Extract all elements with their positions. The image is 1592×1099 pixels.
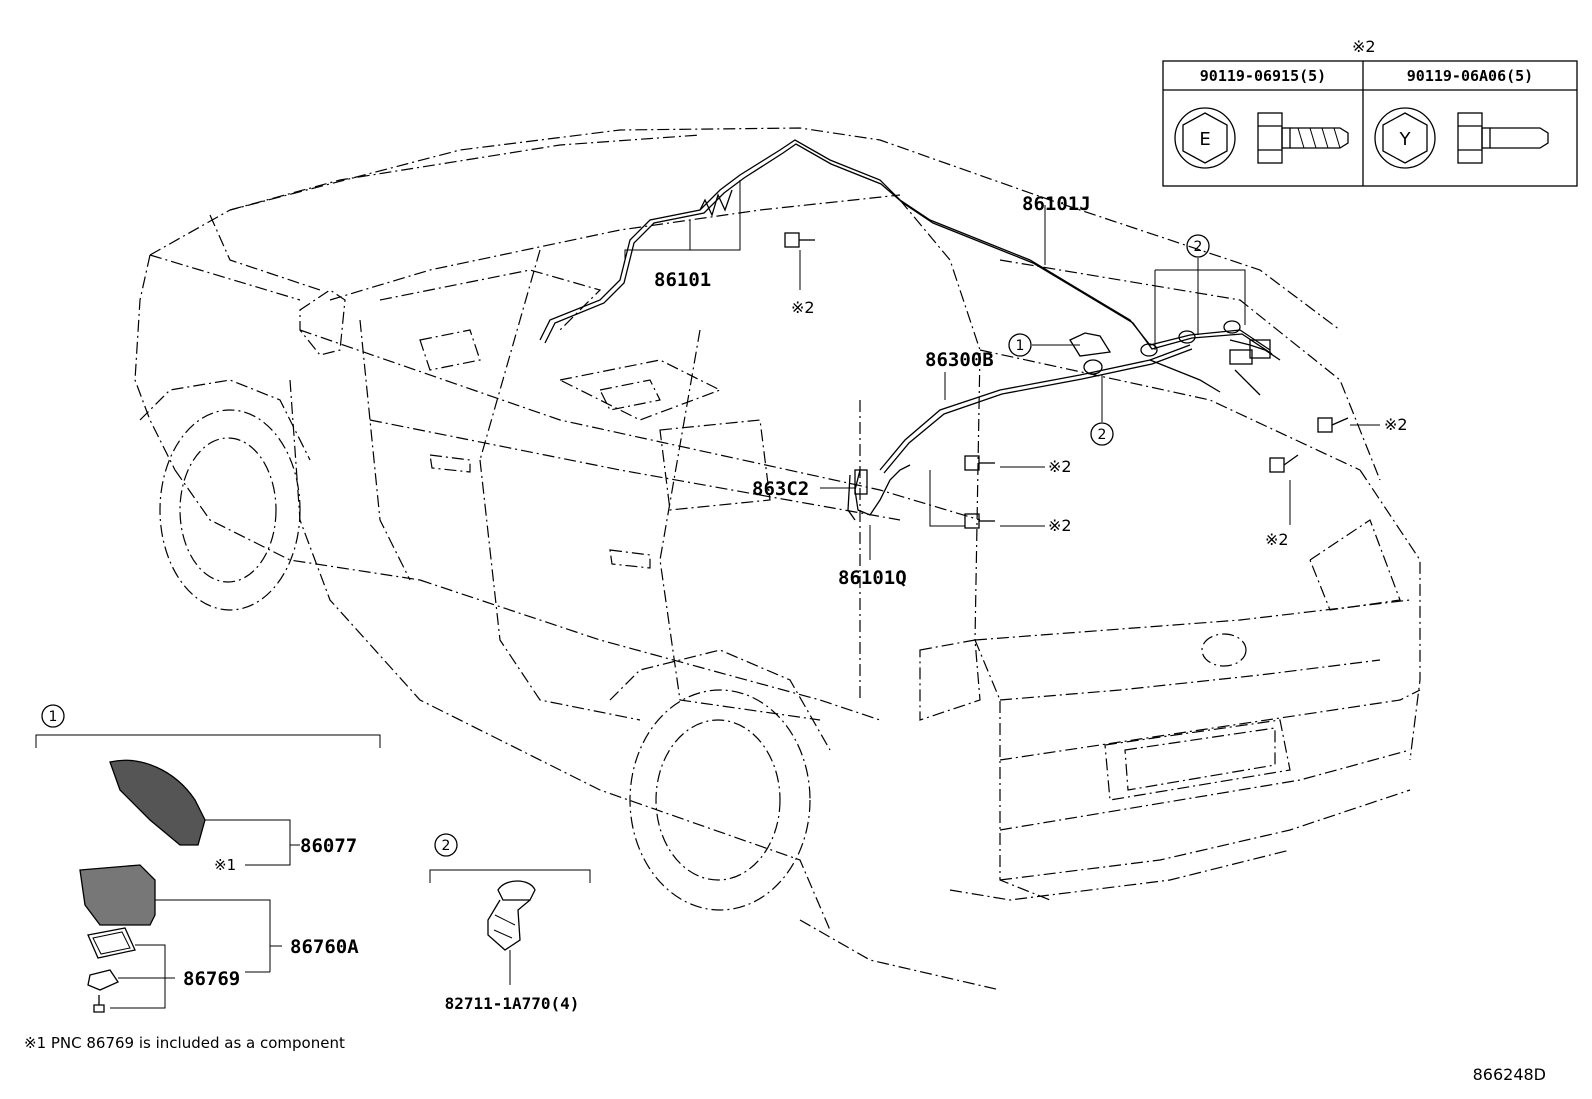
antenna-base-unit <box>79 864 156 926</box>
svg-text:E: E <box>1199 129 1210 150</box>
hex-bolt-head-icon: Y <box>1374 107 1436 169</box>
group-1-label: 1 <box>49 709 58 725</box>
vehicle-outline <box>134 127 1421 991</box>
svg-text:2: 2 <box>1194 239 1203 255</box>
antenna-cable-harness <box>539 139 1349 529</box>
diagram-id: 866248D <box>1473 1065 1546 1084</box>
svg-text:Y: Y <box>1399 129 1412 150</box>
ref2-mark: ※2 <box>791 298 815 317</box>
bolt-icon <box>964 455 995 471</box>
group-1-antenna-assembly: 1 86077 ※1 86760A 86769 <box>35 704 381 1013</box>
label-86769: 86769 <box>183 968 240 990</box>
svg-text:1: 1 <box>1016 338 1025 354</box>
ref2-mark: ※2 <box>1384 415 1408 434</box>
ref2-mark: ※2 <box>1265 530 1289 549</box>
bolt-side-icon <box>1457 112 1549 164</box>
callout-circle-2: 2 <box>1090 422 1114 446</box>
fastener-table: ※2 90119-06915(5) 90119-06A06(5) E Y <box>1162 37 1578 187</box>
group-2-clip: 2 82711-1A770(4) <box>429 833 591 1013</box>
label-86101: 86101 <box>654 269 711 291</box>
label-86077: 86077 <box>300 835 357 857</box>
nut-icon <box>87 969 119 991</box>
callout-circle-1: 1 <box>1008 333 1032 357</box>
label-86101J: 86101J <box>1022 193 1091 215</box>
fastener-part-number: 90119-06A06(5) <box>1407 67 1533 85</box>
screw-icon <box>93 995 105 1013</box>
label-86760A: 86760A <box>290 936 359 958</box>
callout-circle-2: 2 <box>1186 234 1210 258</box>
footnote: ※1 PNC 86769 is included as a component <box>24 1034 345 1052</box>
ref2-mark: ※2 <box>1048 516 1072 535</box>
bolt-icon <box>964 513 995 529</box>
group-2-label: 2 <box>442 838 451 854</box>
svg-text:2: 2 <box>1098 427 1107 443</box>
bolt-icon <box>784 232 815 248</box>
hex-bolt-head-icon: E <box>1174 107 1236 169</box>
label-863C2: 863C2 <box>752 478 809 500</box>
label-86300B: 86300B <box>925 349 994 371</box>
bolt-icon <box>1269 454 1299 473</box>
bolt-side-icon <box>1257 112 1349 164</box>
fastener-part-number: 90119-06915(5) <box>1200 67 1326 85</box>
cable-clip-icon <box>487 880 536 951</box>
shark-fin-antenna-cover <box>109 759 206 846</box>
label-86101Q: 86101Q <box>838 567 907 589</box>
label-82711: 82711-1A770(4) <box>445 994 580 1013</box>
table-ref2-mark: ※2 <box>1352 37 1376 56</box>
leader-lines <box>624 180 1380 560</box>
gasket-icon <box>87 927 136 959</box>
ref1-mark: ※1 <box>214 856 236 874</box>
ref2-mark: ※2 <box>1048 457 1072 476</box>
bolt-icon <box>1317 417 1349 433</box>
